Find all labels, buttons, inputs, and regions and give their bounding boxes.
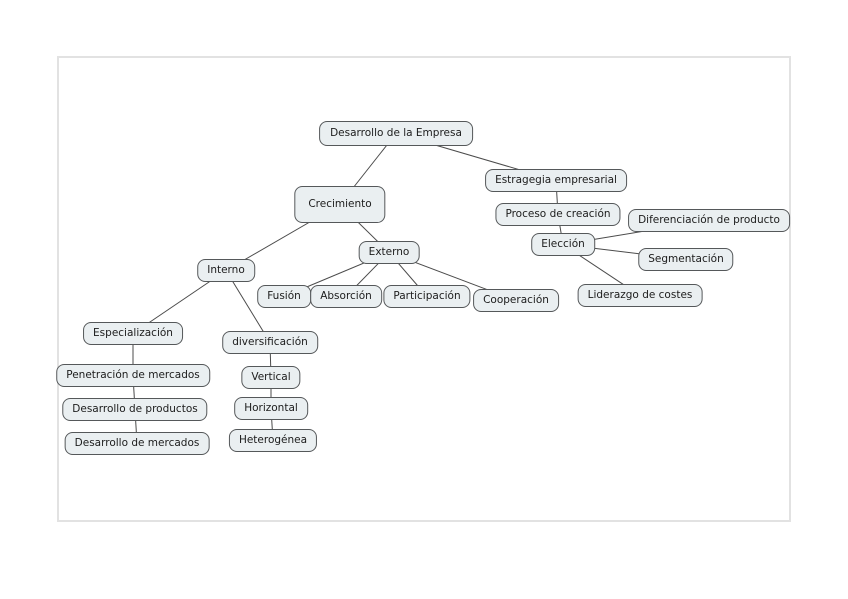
node-interno[interactable]: Interno: [197, 259, 255, 282]
node-participacion[interactable]: Participación: [383, 285, 471, 308]
node-absorcion[interactable]: Absorción: [310, 285, 382, 308]
node-proceso-de-creacion[interactable]: Proceso de creación: [495, 203, 621, 226]
node-estrategia-empresarial[interactable]: Estragegia empresarial: [485, 169, 627, 192]
node-vertical[interactable]: Vertical: [241, 366, 301, 389]
node-fusion[interactable]: Fusión: [257, 285, 311, 308]
node-externo[interactable]: Externo: [358, 241, 420, 264]
node-segmentacion[interactable]: Segmentación: [638, 248, 734, 271]
node-desarrollo-de-la-empresa[interactable]: Desarrollo de la Empresa: [319, 121, 473, 146]
node-diversificacion[interactable]: diversificación: [222, 331, 318, 354]
node-diferenciacion-de-producto[interactable]: Diferenciación de producto: [628, 209, 790, 232]
node-horizontal[interactable]: Horizontal: [234, 397, 308, 420]
node-liderazgo-de-costes[interactable]: Liderazgo de costes: [577, 284, 703, 307]
node-desarrollo-de-productos[interactable]: Desarrollo de productos: [62, 398, 208, 421]
node-heterogenea[interactable]: Heterogénea: [228, 429, 318, 452]
node-especializacion[interactable]: Especialización: [83, 322, 183, 345]
node-eleccion[interactable]: Elección: [531, 233, 595, 256]
node-crecimiento[interactable]: Crecimiento: [294, 186, 386, 223]
node-penetracion-de-mercados[interactable]: Penetración de mercados: [56, 364, 210, 387]
node-cooperacion[interactable]: Cooperación: [473, 289, 559, 312]
node-desarrollo-de-mercados[interactable]: Desarrollo de mercados: [64, 432, 210, 455]
